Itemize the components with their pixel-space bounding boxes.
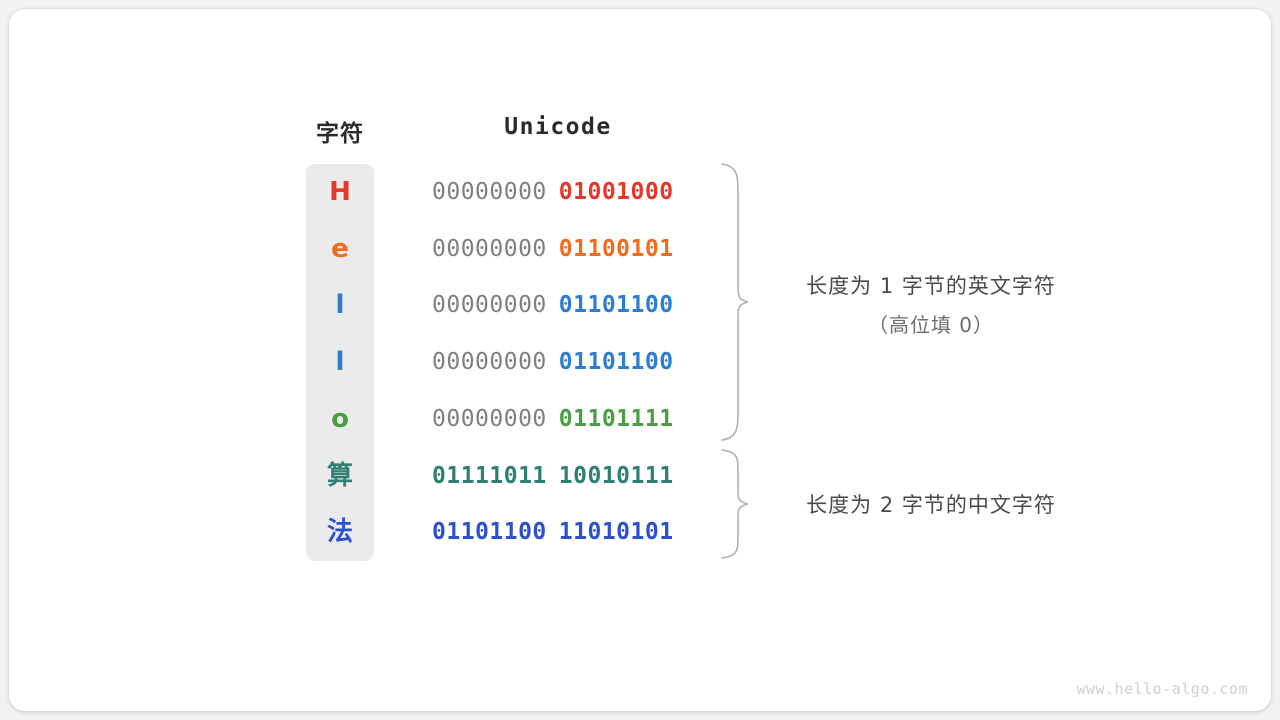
unicode-row: 法 01101100 11010101 <box>306 504 706 561</box>
low-byte: 11010101 <box>558 519 674 546</box>
column-header-character: 字符 <box>316 121 364 147</box>
row-character: 法 <box>326 517 353 548</box>
high-byte: 00000000 <box>432 405 547 432</box>
unicode-row: H 00000000 01001000 <box>306 164 706 221</box>
row-unicode-bits: 00000000 01101100 <box>432 277 674 334</box>
watermark: www.hello-algo.com <box>1076 680 1248 698</box>
high-byte: 01101100 <box>432 519 547 546</box>
unicode-row: 算 01111011 10010111 <box>306 448 706 505</box>
row-character: l <box>335 290 345 321</box>
diagram-card <box>9 9 1271 711</box>
row-unicode-bits: 00000000 01101111 <box>432 391 674 448</box>
row-character: e <box>331 233 349 264</box>
low-byte: 01101111 <box>558 405 674 432</box>
annotation-two-byte: 长度为 2 字节的中文字符 <box>786 489 1076 519</box>
row-unicode-bits: 01101100 11010101 <box>432 504 674 561</box>
annotation-one-byte: 长度为 1 字节的英文字符 （高位填 0） <box>786 270 1076 338</box>
low-byte: 01001000 <box>558 179 674 205</box>
row-character: 算 <box>326 460 353 491</box>
low-byte: 01101100 <box>558 292 674 319</box>
row-character: o <box>331 403 349 434</box>
row-unicode-bits: 00000000 01001000 <box>432 164 674 221</box>
low-byte: 01100101 <box>558 235 674 262</box>
row-unicode-bits: 01111011 10010111 <box>432 448 674 505</box>
low-byte: 10010111 <box>558 462 674 489</box>
high-byte: 00000000 <box>432 179 547 205</box>
high-byte: 00000000 <box>432 235 547 262</box>
unicode-row: l 00000000 01101100 <box>306 277 706 334</box>
character-column-panel <box>306 164 374 561</box>
row-character: l <box>335 347 345 378</box>
annotation-one-byte-line2: （高位填 0） <box>867 313 995 337</box>
unicode-row: l 00000000 01101100 <box>306 334 706 391</box>
row-unicode-bits: 00000000 01101100 <box>432 334 674 391</box>
high-byte: 00000000 <box>432 292 547 319</box>
low-byte: 01101100 <box>558 349 674 376</box>
annotation-two-byte-line1: 长度为 2 字节的中文字符 <box>806 493 1056 517</box>
row-character: H <box>329 177 351 207</box>
unicode-row: o 00000000 01101111 <box>306 391 706 448</box>
high-byte: 00000000 <box>432 349 547 376</box>
column-header-unicode: Unicode <box>504 114 612 140</box>
unicode-row: e 00000000 01100101 <box>306 221 706 278</box>
high-byte: 01111011 <box>432 462 547 489</box>
annotation-one-byte-line1: 长度为 1 字节的英文字符 <box>806 274 1056 298</box>
row-unicode-bits: 00000000 01100101 <box>432 221 674 278</box>
